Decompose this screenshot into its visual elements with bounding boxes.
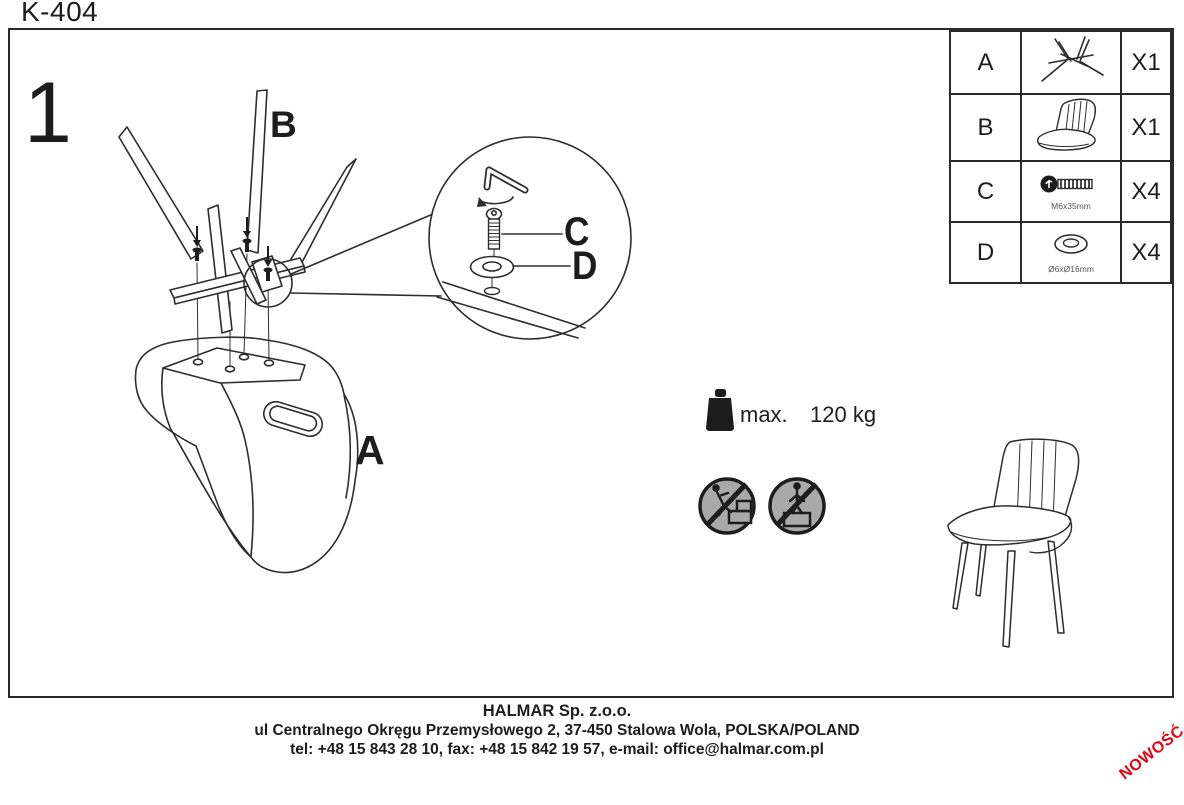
load-limit: max. 120 kg	[702, 388, 922, 438]
screw-marker	[263, 246, 273, 281]
leg-frame-icon	[1041, 36, 1104, 82]
screw-drawing	[485, 207, 503, 257]
seat-drawing	[134, 336, 359, 574]
part-qty: X4	[1120, 160, 1172, 223]
warning-icons	[698, 477, 826, 535]
weight-icon	[706, 389, 734, 431]
page-title: K-404	[21, 0, 99, 27]
callout-source-circle	[243, 258, 293, 308]
part-spec: Ø6xØ16mm	[1048, 264, 1094, 275]
screw-marker	[242, 217, 252, 252]
parts-table: A X1 B	[949, 30, 1172, 284]
allen-key-icon	[477, 166, 529, 207]
part-spec: M6x35mm	[1051, 201, 1091, 212]
leg-frame-drawing	[118, 89, 357, 334]
new-product-badge: NOWOŚĆ	[1116, 722, 1184, 784]
step-number: 1	[24, 65, 72, 161]
part-letter: B	[949, 93, 1022, 162]
seat-icon	[1036, 98, 1097, 151]
table-row: C M6x35mm X4	[949, 160, 1172, 223]
no-climbing-icon	[698, 477, 756, 535]
footer-contact: tel: +48 15 843 28 10, fax: +48 15 842 1…	[290, 741, 824, 758]
screw-insert-markers	[192, 217, 273, 281]
screw-icon	[1040, 175, 1093, 193]
screw-marker	[192, 226, 202, 261]
footer-company: HALMAR Sp. z.o.o.	[482, 702, 632, 720]
diagram-label-c: C	[564, 210, 590, 254]
max-load-value: 120 kg	[810, 402, 877, 427]
part-letter: A	[949, 30, 1022, 95]
assembled-chair-drawing	[947, 438, 1080, 648]
diagram-label-b: B	[270, 104, 297, 145]
diagram-label-d: D	[572, 244, 598, 288]
part-qty: X4	[1120, 221, 1172, 284]
washer-drawing	[469, 255, 515, 296]
part-qty: X1	[1120, 30, 1172, 95]
assembly-diagram	[118, 89, 632, 574]
detail-callout	[428, 136, 632, 340]
part-qty: X1	[1120, 93, 1172, 162]
no-standing-icon	[768, 477, 826, 535]
table-row: A X1	[949, 30, 1172, 95]
footer-address: ul Centralnego Okręgu Przemysłowego 2, 3…	[254, 722, 860, 739]
washer-icon	[1054, 234, 1088, 255]
frame-surface-lines	[436, 281, 586, 339]
footer: HALMAR Sp. z.o.o. ul Centralnego Okręgu …	[0, 702, 1114, 759]
table-row: D Ø6xØ16mm X4	[949, 221, 1172, 284]
callout-line-top	[290, 213, 434, 275]
max-load-label: max.	[740, 402, 788, 427]
diagram-label-a: A	[355, 427, 385, 473]
part-letter: D	[949, 221, 1022, 284]
instruction-frame: 1	[8, 28, 1174, 698]
seat-handle-opening	[262, 400, 324, 438]
part-letter: C	[949, 160, 1022, 223]
table-row: B X1	[949, 93, 1172, 162]
callout-line-bottom	[289, 292, 442, 297]
